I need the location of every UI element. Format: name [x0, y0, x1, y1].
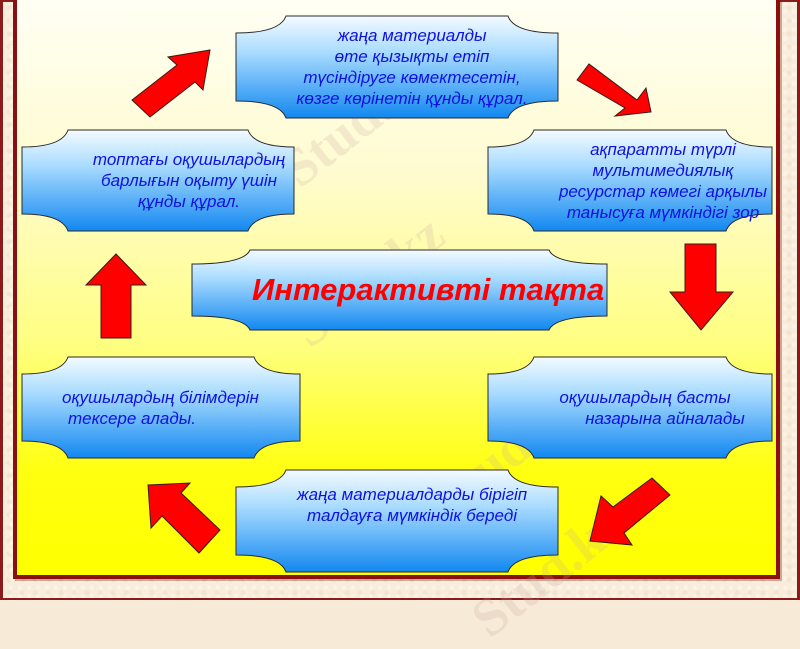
box-top-line-3: түсіндіруге көмектесетін, — [303, 68, 521, 87]
arrow-down-icon — [668, 243, 735, 331]
arrow-up-right-icon — [131, 49, 211, 118]
box-shape — [191, 249, 608, 331]
arrow-up-icon — [84, 253, 148, 339]
box-bottom: жаңа материалдарды бірігіп талдауға мүмк… — [235, 469, 559, 573]
box-shape — [235, 469, 559, 573]
arrow-down-right-icon — [576, 63, 652, 117]
box-top-line-4: көзге көрінетін құнды құрал. — [296, 89, 528, 108]
box-shape — [235, 15, 559, 119]
box-shape — [21, 129, 295, 232]
box-right-upper-line-1: ақпаратты түрлі — [590, 139, 736, 159]
box-left-upper: топтағы оқушылардың барлығын оқыту үшін … — [21, 129, 295, 232]
box-bottom-line-1: жаңа материалдарды бірігіп — [296, 485, 528, 504]
box-right-upper-line-3: ресурстар көмегі арқылы — [558, 181, 768, 201]
box-left-upper-line-2: барлығын оқыту үшін — [101, 171, 277, 190]
arrow-up-left-icon — [147, 482, 221, 554]
slide-title: Интерактивті тақта — [252, 272, 605, 307]
box-top: жаңа материалды өте қызықты етіп түсінді… — [235, 15, 559, 119]
box-left-upper-line-3: құнды құрал. — [137, 192, 241, 211]
box-center-title: Интерактивті тақта — [191, 249, 608, 331]
box-right-upper-line-4: танысуға мүмкіндігі зор — [566, 202, 760, 222]
box-top-line-2: өте қызықты етіп — [334, 47, 490, 66]
box-left-lower-line-1: оқушылардың білімдерін — [62, 387, 259, 407]
box-right-lower: оқушылардың басты назарына айналады — [487, 356, 773, 459]
box-bottom-line-2: талдауға мүмкіндік береді — [306, 506, 517, 525]
box-shape — [21, 356, 301, 459]
box-right-upper-line-2: мультимедиялық — [592, 160, 734, 180]
box-top-line-1: жаңа материалды — [337, 26, 487, 45]
box-right-upper: ақпаратты түрлі мультимедиялық ресурстар… — [487, 129, 773, 232]
frame-line-bottom — [0, 598, 800, 600]
frame-line-left — [0, 0, 3, 600]
box-left-lower: оқушылардың білімдерін тексере алады. — [21, 356, 301, 459]
frame-line-right — [797, 0, 800, 600]
box-left-lower-line-2: тексере алады. — [68, 408, 196, 428]
box-shape — [487, 129, 773, 232]
box-right-lower-line-1: оқушылардың басты — [559, 387, 731, 407]
box-left-upper-line-1: топтағы оқушылардың — [92, 150, 286, 169]
box-right-lower-line-2: назарына айналады — [585, 408, 745, 428]
box-shape — [487, 356, 773, 459]
arrow-down-left-icon — [589, 477, 671, 546]
